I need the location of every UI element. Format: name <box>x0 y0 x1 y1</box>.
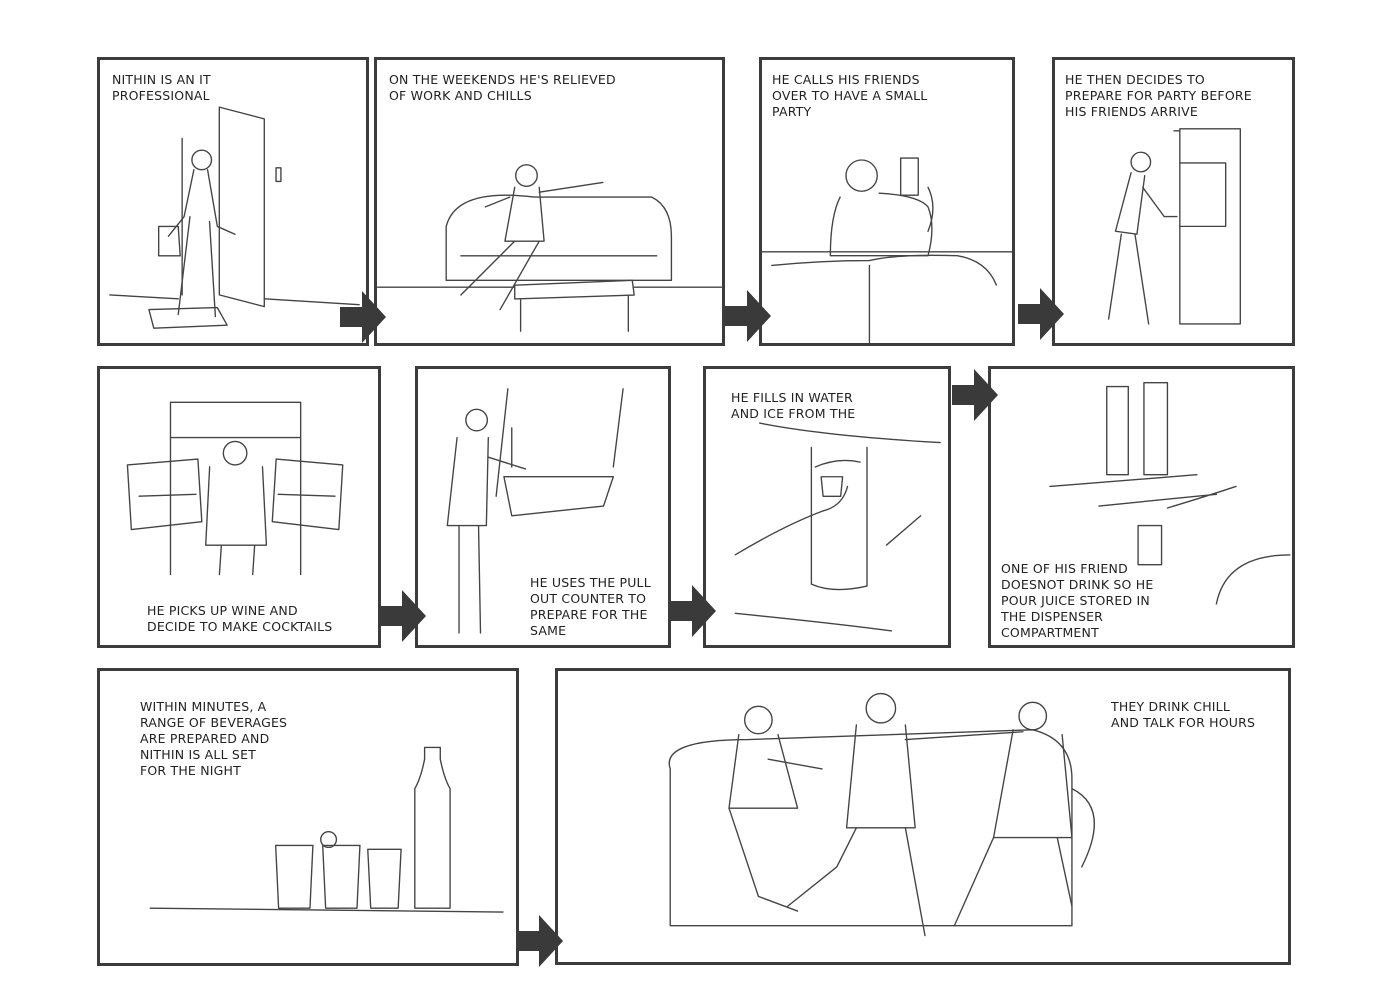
arrow-right-icon <box>952 369 998 421</box>
arrow-right-icon <box>670 585 716 637</box>
panel-caption: HE FILLS IN WATER AND ICE FROM THE <box>731 390 856 421</box>
panel-7-water-dispenser: HE FILLS IN WATER AND ICE FROM THE <box>703 366 951 648</box>
man-on-sofa-illustration <box>377 164 722 332</box>
man-at-counter-illustration <box>446 388 624 634</box>
panel-2-chilling-on-sofa: ON THE WEEKENDS HE'S RELIEVED OF WORK AN… <box>374 57 725 346</box>
arrow-right-icon <box>380 590 426 642</box>
panel-caption: NITHIN IS AN IT PROFESSIONAL <box>112 72 211 103</box>
panel-9-beverages-prepared: WITHIN MINUTES, A RANGE OF BEVERAGES ARE… <box>97 668 519 966</box>
panel-5-picking-wine: HE PICKS UP WINE AND DECIDE TO MAKE COCK… <box>97 366 381 648</box>
man-with-phone-illustration <box>762 157 1012 343</box>
man-at-open-fridge-illustration <box>126 401 344 576</box>
arrow-right-icon <box>517 915 563 967</box>
panel-caption: HE PICKS UP WINE AND DECIDE TO MAKE COCK… <box>147 603 333 634</box>
water-dispenser-illustration <box>734 422 941 632</box>
panel-caption: ON THE WEEKENDS HE'S RELIEVED OF WORK AN… <box>389 72 616 103</box>
friends-on-sofa-illustration <box>668 692 1095 937</box>
arrow-right-icon <box>725 290 771 342</box>
panel-caption: ONE OF HIS FRIEND DOESNOT DRINK SO HE PO… <box>1001 561 1154 640</box>
drinks-and-bottle-illustration <box>149 746 504 913</box>
panel-10-friends-drinking: THEY DRINK CHILL AND TALK FOR HOURS <box>555 668 1291 965</box>
panel-4-preparing-at-fridge: HE THEN DECIDES TO PREPARE FOR PARTY BEF… <box>1052 57 1295 346</box>
man-at-door-illustration <box>109 106 360 329</box>
panel-caption: HE THEN DECIDES TO PREPARE FOR PARTY BEF… <box>1065 72 1252 119</box>
panel-6-pull-out-counter: HE USES THE PULL OUT COUNTER TO PREPARE … <box>415 366 671 648</box>
panel-3-calling-friends: HE CALLS HIS FRIENDS OVER TO HAVE A SMAL… <box>759 57 1015 346</box>
panel-1-leaving-work: NITHIN IS AN IT PROFESSIONAL <box>97 57 369 346</box>
panel-caption: WITHIN MINUTES, A RANGE OF BEVERAGES ARE… <box>140 699 288 778</box>
panel-8-juice-dispenser: ONE OF HIS FRIEND DOESNOT DRINK SO HE PO… <box>988 366 1295 648</box>
panel-caption: HE CALLS HIS FRIENDS OVER TO HAVE A SMAL… <box>772 72 928 119</box>
man-at-fridge-illustration <box>1107 128 1241 325</box>
panel-caption: HE USES THE PULL OUT COUNTER TO PREPARE … <box>530 575 651 638</box>
panel-caption: THEY DRINK CHILL AND TALK FOR HOURS <box>1111 699 1256 730</box>
juice-dispenser-illustration <box>1049 382 1291 605</box>
arrow-right-icon <box>1018 288 1064 340</box>
arrow-right-icon <box>340 291 386 343</box>
